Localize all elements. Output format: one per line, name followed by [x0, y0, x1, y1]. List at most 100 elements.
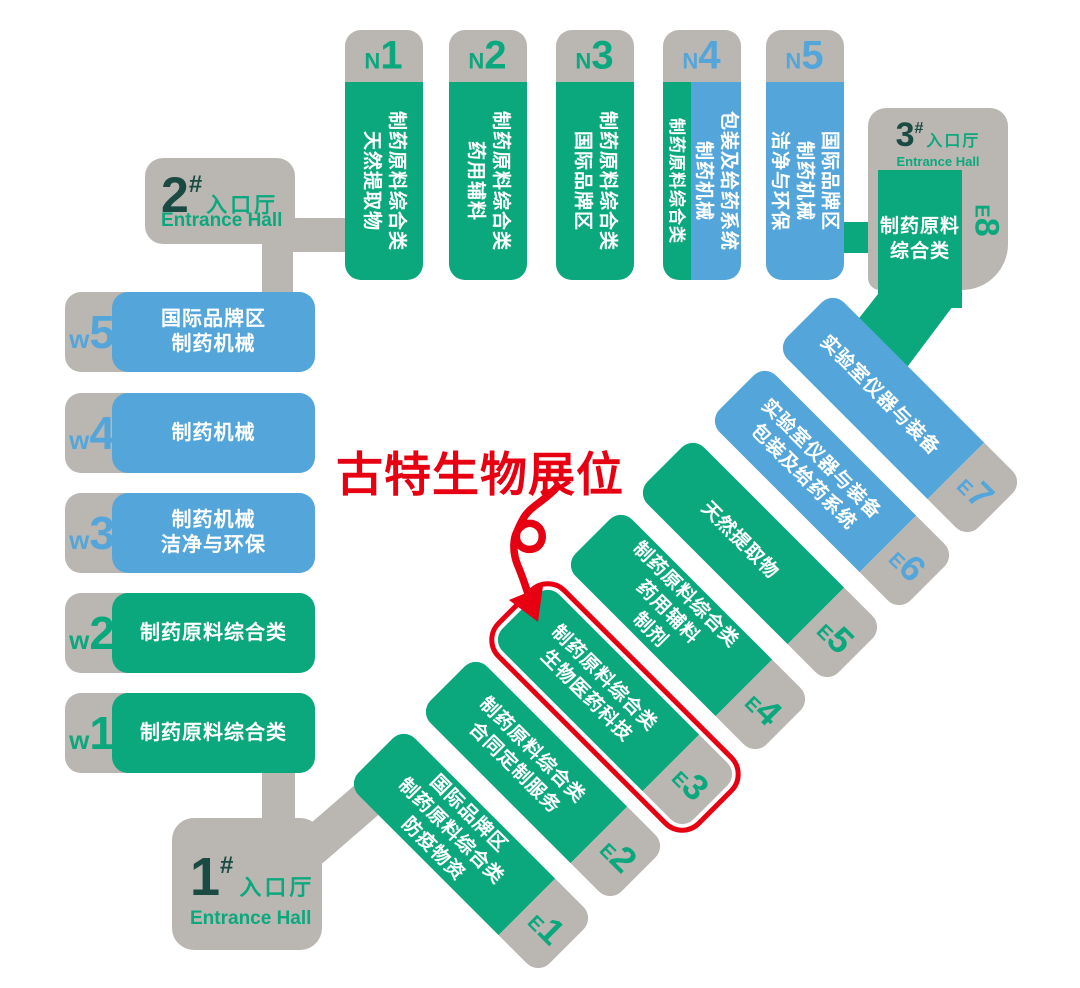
entrance-hall-1: 1#入口厅 Entrance Hall [172, 818, 322, 950]
hall-w2-digit: 2 [89, 607, 115, 659]
hall-n2: N2 制药原料综合类 药用辅料 [449, 30, 527, 280]
hall-e3-label: E3 [664, 756, 717, 809]
hall-e1-label: E1 [520, 900, 573, 953]
hall-e8-category: 综合类 [889, 241, 950, 262]
entrance-2-number: 2 [161, 167, 189, 223]
hall-w2-prefix: w [69, 625, 90, 655]
hall-e8-label: E8 [964, 188, 1008, 252]
connector-entrance2-n1 [290, 218, 352, 252]
hall-n2-prefix: N [468, 48, 485, 74]
hall-n5-digit: 5 [801, 33, 825, 78]
hall-n1-label: N1 [365, 33, 403, 78]
hall-n5-body: 国际品牌区 制药机械 洁净与环保 [766, 82, 844, 280]
hall-e8-digit: 8 [967, 217, 1006, 237]
hall-e6-label: E6 [881, 537, 934, 590]
entrance-3-name-en: Entrance Hall [896, 154, 980, 169]
entrance-3-title: 3#入口厅 [868, 116, 1008, 155]
hall-n1-digit: 1 [380, 33, 404, 78]
hall-e2-label: E2 [592, 828, 645, 881]
hall-w4-body: 制药机械 [112, 393, 315, 473]
hall-w4-digit: 4 [89, 407, 115, 459]
entrance-1-name-cn: 入口厅 [239, 875, 315, 900]
hall-n4-prefix: N [682, 48, 699, 74]
hall-w1-category: 制药原料综合类 [140, 721, 287, 744]
hall-n1-category: 制药原料综合类 [386, 110, 407, 251]
hall-n5-label: N5 [786, 33, 824, 78]
hall-n3-category: 制药原料综合类 [597, 110, 618, 251]
entrance-hall-3: 3#入口厅 Entrance Hall 制药原料 综合类 E8 [868, 108, 1008, 308]
hall-w5-prefix: w [69, 324, 90, 354]
hall-e7-label: E7 [949, 464, 1002, 517]
hall-n5-prefix: N [785, 48, 802, 74]
hall-n2-category: 药用辅料 [465, 140, 486, 221]
hall-n1-tab: N1 [345, 30, 423, 82]
booth-callout-text: 古特生物展位 [336, 448, 624, 501]
hall-n2-label: N2 [469, 33, 507, 78]
entrance-1-title: 1#入口厅 [190, 846, 314, 908]
hall-n4-category: 包装及给药系统 [718, 110, 739, 251]
hall-w2-category: 制药原料综合类 [140, 621, 287, 644]
hall-e4-label: E4 [737, 681, 790, 734]
hall-w1: w1 制药原料综合类 [65, 693, 315, 773]
hall-w3-body: 制药机械 洁净与环保 [112, 493, 315, 573]
entrance-2-name-cn: 入口厅 [206, 194, 279, 217]
hall-w5-body: 国际品牌区 制药机械 [112, 292, 315, 372]
hall-w4-prefix: w [69, 425, 90, 455]
hall-w5-digit: 5 [89, 306, 115, 358]
hall-n3: N3 制药原料综合类 国际品牌区 [556, 30, 634, 280]
hall-n4-tab: N4 [663, 30, 741, 82]
hall-w5-label: w5 [65, 292, 119, 372]
hall-n4-category: 制药原料综合类 [667, 118, 687, 244]
hall-n2-category: 制药原料综合类 [490, 110, 511, 251]
entrance-2-hash: # [188, 171, 203, 198]
entrance-1-name-en: Entrance Hall [190, 908, 312, 929]
hall-n5: N5 国际品牌区 制药机械 洁净与环保 [766, 30, 844, 280]
hall-n4-digit: 4 [698, 33, 722, 78]
hall-e8-prefix: E [970, 203, 993, 218]
hall-n5-category: 国际品牌区 [819, 130, 841, 231]
hall-w1-label: w1 [65, 693, 119, 773]
entrance-2-title: 2#入口厅 [161, 166, 278, 224]
hall-n3-digit: 3 [591, 33, 615, 78]
hall-w2-body: 制药原料综合类 [112, 593, 315, 673]
hall-w4: w4 制药机械 [65, 393, 315, 473]
hall-w5-category: 制药机械 [171, 333, 256, 355]
hall-w3-digit: 3 [89, 507, 115, 559]
hall-w2: w2 制药原料综合类 [65, 593, 315, 673]
hall-w1-digit: 1 [89, 707, 115, 759]
hall-n2-digit: 2 [484, 33, 508, 78]
hall-e5-label: E5 [809, 609, 862, 662]
connector-w1-entrance1 [262, 768, 295, 824]
hall-n3-tab: N3 [556, 30, 634, 82]
hall-w4-label: w4 [65, 393, 119, 473]
hall-n1: N1 制药原料综合类 天然提取物 [345, 30, 423, 280]
hall-n4: N4 包装及给药系统 制药机械 制药原料综合类 [663, 30, 741, 280]
hall-e8-category: 制药原料 [879, 216, 960, 237]
hall-n5-tab: N5 [766, 30, 844, 82]
hall-n4-label: N4 [683, 33, 721, 78]
hall-n3-body: 制药原料综合类 国际品牌区 [556, 82, 634, 280]
hall-w1-body: 制药原料综合类 [112, 693, 315, 773]
entrance-3-hash: # [914, 120, 924, 137]
hall-n1-body: 制药原料综合类 天然提取物 [345, 82, 423, 280]
hall-w5-category: 国际品牌区 [161, 308, 266, 330]
hall-n1-category: 天然提取物 [361, 130, 382, 231]
entrance-3-name-cn: 入口厅 [926, 133, 981, 150]
hall-n1-prefix: N [364, 48, 381, 74]
hall-w3-category: 制药机械 [171, 509, 256, 531]
hall-n3-category: 国际品牌区 [572, 130, 593, 231]
hall-w5: w5 国际品牌区 制药机械 [65, 292, 315, 372]
hall-e8-body: 制药原料 综合类 [878, 170, 962, 308]
entrance-1-number: 1 [190, 847, 221, 907]
entrance-1-hash: # [220, 852, 234, 879]
hall-n4-green-zone: 制药原料综合类 [663, 82, 691, 280]
hall-n3-prefix: N [575, 48, 592, 74]
hall-n2-tab: N2 [449, 30, 527, 82]
hall-n5-category: 洁净与环保 [769, 130, 791, 231]
entrance-hall-2: 2#入口厅 Entrance Hall [145, 158, 295, 244]
hall-n5-category: 制药机械 [794, 140, 816, 221]
connector-entrance2-w5 [262, 238, 293, 298]
hall-n4-category: 制药机械 [693, 140, 714, 221]
hall-n2-body: 制药原料综合类 药用辅料 [449, 82, 527, 280]
